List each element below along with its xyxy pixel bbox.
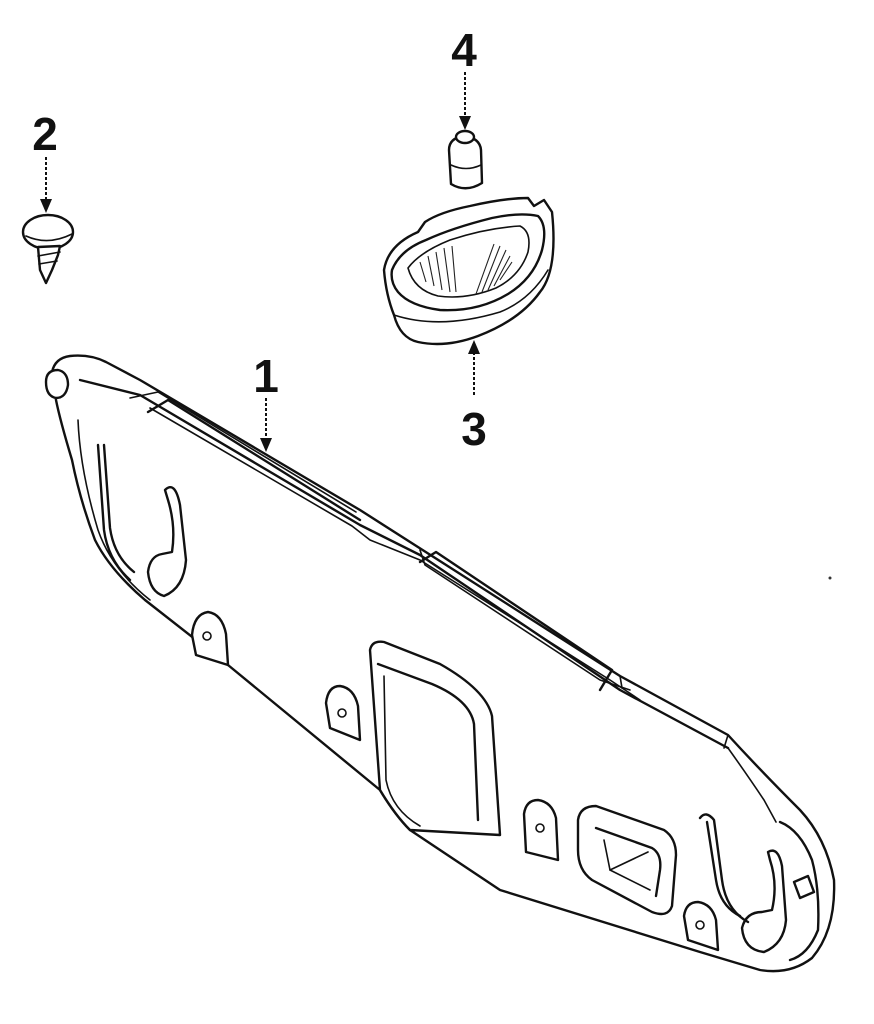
push-clip-part[interactable] — [21, 213, 75, 285]
callout-2-label: 2 — [32, 108, 58, 160]
trim-panel-part[interactable] — [44, 354, 836, 973]
callout-3-label: 3 — [461, 403, 487, 455]
callout-1-label: 1 — [253, 350, 279, 402]
bulb-part[interactable] — [447, 129, 484, 190]
stray-dot — [828, 576, 832, 580]
callout-2: 2 — [32, 108, 58, 213]
callout-1: 1 — [253, 350, 279, 452]
callout-3: 3 — [461, 340, 487, 455]
callout-4-label: 4 — [451, 24, 477, 76]
lamp-housing-part[interactable] — [382, 196, 555, 346]
callout-4: 4 — [451, 24, 477, 130]
